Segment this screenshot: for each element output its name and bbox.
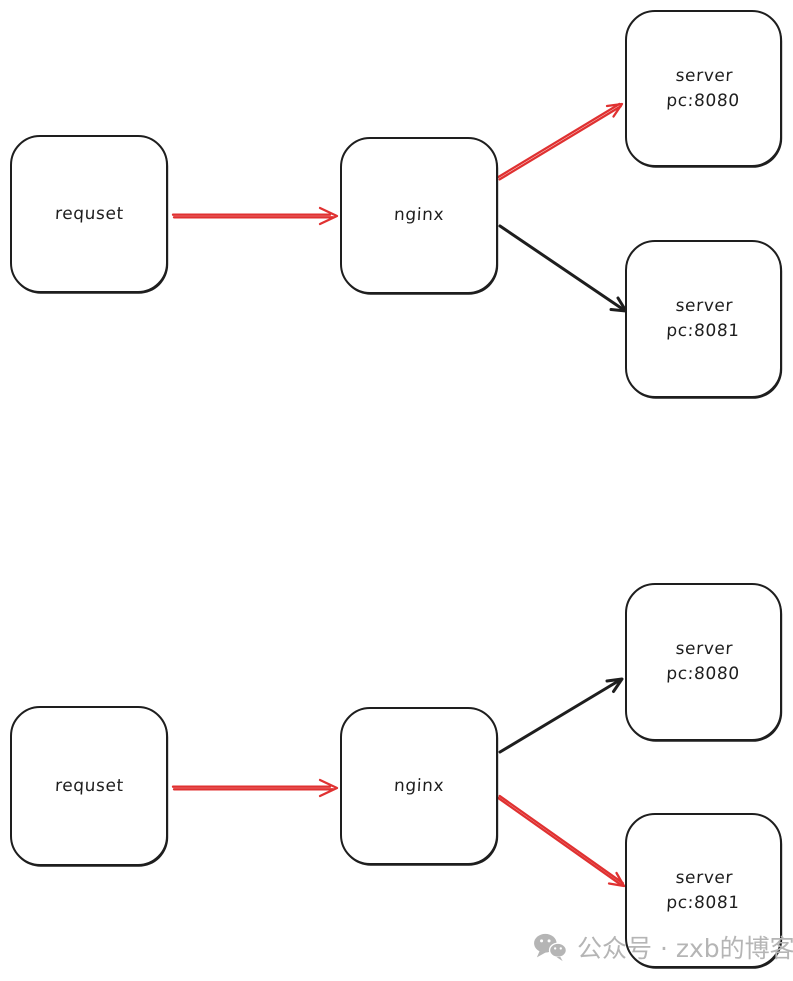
node-server-8081-bottom-label: server pc:8081 (666, 866, 742, 915)
server-name-line: server (674, 296, 734, 317)
arrowhead (605, 102, 624, 118)
node-server-8081-top: server pc:8081 (625, 240, 782, 398)
server-name-line: server (674, 867, 734, 888)
node-server-8080-top-label: server pc:8080 (666, 64, 742, 113)
node-request-bottom-label: requset (54, 775, 124, 796)
arrowhead (318, 778, 339, 798)
node-server-8081-top-label: server pc:8081 (666, 294, 742, 343)
edge-top-nginx-to-server-8080 (497, 102, 624, 181)
node-request-bottom: requset (10, 706, 168, 866)
arrow-shaft (498, 105, 622, 181)
edge-bottom-request-to-nginx (171, 778, 339, 798)
arrow-shaft (497, 796, 623, 887)
node-nginx-bottom: nginx (340, 707, 498, 865)
edge-top-request-to-nginx (171, 206, 339, 226)
arrowhead (607, 871, 626, 888)
arrow-shaft (498, 794, 624, 885)
node-nginx-top: nginx (340, 137, 498, 294)
node-server-8080-top: server pc:8080 (625, 10, 782, 167)
node-request-top: requset (10, 135, 168, 293)
server-name-line: server (674, 639, 734, 660)
arrow-shaft (498, 678, 622, 754)
node-server-8080-bottom-label: server pc:8080 (666, 637, 742, 686)
node-request-top-label: requset (54, 203, 124, 224)
node-server-8081-bottom: server pc:8081 (625, 813, 782, 968)
server-name-line: server (674, 65, 734, 86)
arrow-shaft (498, 224, 626, 312)
arrow-shaft (497, 102, 621, 179)
arrowhead (318, 206, 339, 226)
edge-bottom-nginx-to-server-8080 (498, 677, 624, 754)
arrowhead (605, 677, 624, 693)
server-port-line: pc:8080 (665, 90, 741, 111)
node-nginx-top-label: nginx (393, 205, 445, 226)
node-nginx-bottom-label: nginx (393, 775, 445, 796)
node-server-8080-bottom: server pc:8080 (625, 583, 782, 741)
server-port-line: pc:8081 (665, 321, 741, 341)
wechat-icon (533, 932, 567, 962)
server-port-line: pc:8081 (665, 892, 741, 913)
watermark: 公众号 · zxb的博客 (533, 929, 793, 965)
edge-bottom-nginx-to-server-8081 (497, 794, 626, 888)
edge-top-nginx-to-server-8081 (498, 224, 628, 313)
watermark-text: 公众号 · zxb的博客 (577, 934, 793, 963)
server-port-line: pc:8080 (665, 664, 741, 684)
